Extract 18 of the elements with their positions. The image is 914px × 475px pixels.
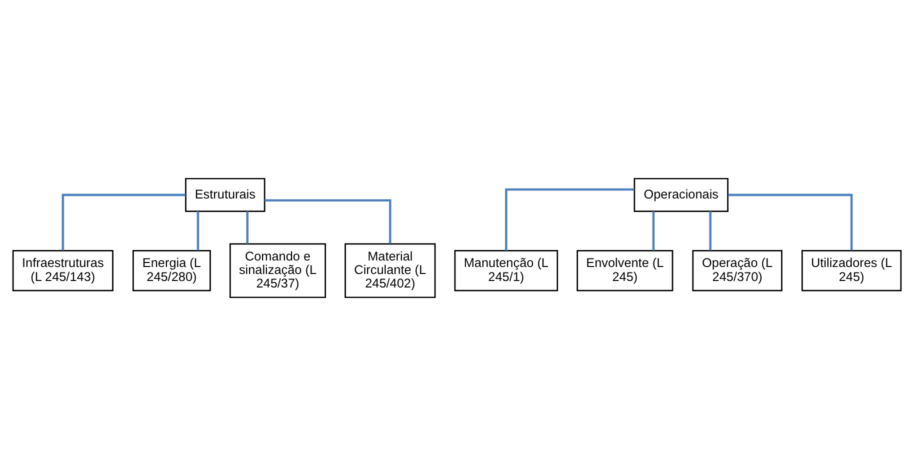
connector bbox=[196, 210, 200, 250]
node-box: Operação (L 245/370) bbox=[692, 250, 782, 291]
node-box: Estruturais bbox=[185, 177, 266, 212]
node-box: Infraestruturas (L 245/143) bbox=[12, 250, 114, 291]
connector bbox=[264, 198, 392, 244]
node-box: Material Circulante (L 245/402) bbox=[344, 242, 436, 298]
connector bbox=[652, 210, 655, 250]
node-box: Envolvente (L 245) bbox=[576, 250, 674, 291]
connector bbox=[505, 188, 634, 250]
node-box: Comando e sinalização (L 245/37) bbox=[229, 242, 326, 298]
node-box: Manutenção (L 245/1) bbox=[454, 250, 558, 291]
connector bbox=[709, 210, 712, 250]
connector bbox=[246, 210, 249, 244]
node-box: Utilizadores (L 245) bbox=[801, 250, 902, 291]
node-box: Operacionais bbox=[634, 177, 728, 212]
node-box: Energia (L 245/280) bbox=[132, 250, 211, 291]
connector bbox=[62, 193, 186, 250]
connector bbox=[728, 193, 853, 250]
